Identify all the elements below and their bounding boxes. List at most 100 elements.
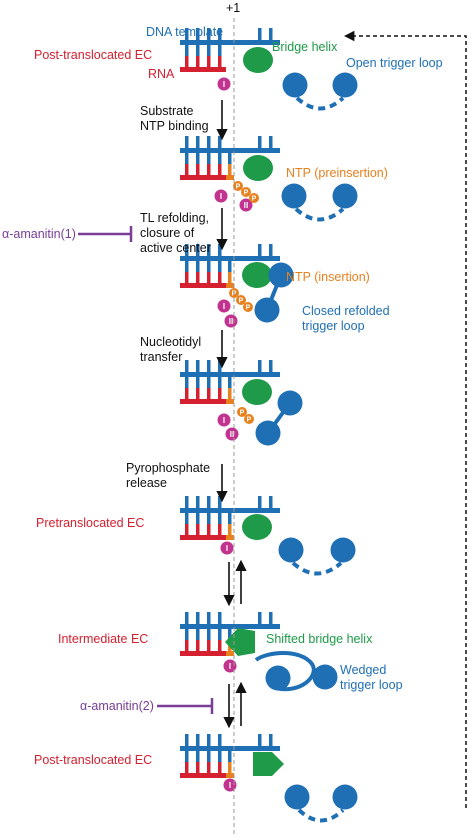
magnesium-ion [217, 413, 231, 427]
post-translocated-top-label: Post-translocated EC [34, 48, 152, 62]
dna-upstream-tick [218, 244, 222, 256]
bridge-helix [243, 47, 273, 73]
dna-upstream-tick [269, 28, 273, 40]
dna-upstream-tick [258, 734, 262, 746]
dna-upstream-tick [196, 734, 200, 746]
rna-backbone [180, 399, 226, 404]
rna-base [218, 164, 222, 175]
rna-base [196, 164, 200, 175]
dna-template-base [185, 261, 189, 272]
trigger-loop-domain [282, 72, 308, 98]
closed-refolded-tl-label-1: Closed refolded [302, 304, 390, 318]
dna-template-base [218, 153, 222, 164]
dna-template-base [185, 45, 189, 56]
phosphate-label: P [246, 305, 251, 312]
dna-upstream-tick [207, 734, 211, 746]
trigger-loop-domain [265, 665, 291, 691]
dna-template-base [207, 751, 211, 762]
dna-upstream-tick [185, 28, 189, 40]
step2-line3: active center [140, 241, 211, 255]
bridge-helix [242, 379, 272, 405]
rna-backbone [180, 67, 226, 72]
ntp-backbone [226, 283, 234, 288]
rna-base [207, 56, 211, 67]
rna-base [196, 56, 200, 67]
dna-template-strand [180, 148, 280, 153]
magnesium-ion-label: I [223, 416, 225, 425]
dna-upstream-tick [269, 244, 273, 256]
ntp-preinsertion-label: NTP (preinsertion) [286, 166, 388, 180]
dna-upstream-tick [196, 612, 200, 624]
bridge-helix [242, 514, 272, 540]
cycle-return-arrow [343, 30, 467, 808]
rna-base [185, 524, 189, 535]
step4-line1: Pyrophosphate [126, 461, 210, 475]
ntp-base [228, 762, 232, 773]
magnesium-ion-label: I [223, 80, 225, 89]
rna-backbone [180, 535, 226, 540]
dna-template-label: DNA template [146, 25, 223, 39]
rna-base [218, 56, 222, 67]
phosphate [236, 295, 246, 305]
dna-template-strand [180, 624, 280, 629]
dna-upstream-tick [185, 244, 189, 256]
pretranslocated-label: Pretranslocated EC [36, 516, 144, 530]
trigger-loop-disordered [291, 561, 343, 576]
trigger-loop-domain [332, 183, 358, 209]
dna-upstream-tick [269, 136, 273, 148]
dna-upstream-tick [218, 496, 222, 508]
dna-upstream-tick [207, 496, 211, 508]
trigger-loop-domain [281, 183, 307, 209]
step1-line1: Substrate [140, 104, 194, 118]
dna-template-base [196, 377, 200, 388]
magnesium-ion [220, 541, 234, 555]
ntp-insertion-label: NTP (insertion) [286, 270, 370, 284]
wedged-tl-label-1: Wedged [340, 663, 386, 677]
dna-template-base [218, 377, 222, 388]
trigger-loop-domain [330, 537, 356, 563]
phosphate [243, 302, 253, 312]
dna-template-base [228, 153, 232, 164]
dna-template-base [218, 261, 222, 272]
dna-template-strand [180, 372, 280, 377]
dna-upstream-tick [185, 734, 189, 746]
dna-template-base [207, 513, 211, 524]
shifted-bridge-helix-label: Shifted bridge helix [266, 632, 373, 646]
rna-base [196, 272, 200, 283]
dna-upstream-tick [196, 244, 200, 256]
magnesium-ion [225, 427, 239, 441]
trigger-loop-domain [284, 784, 310, 810]
dna-template-base [185, 629, 189, 640]
rna-base [218, 388, 222, 399]
phosphate-label: P [244, 190, 249, 197]
dna-template-base [218, 513, 222, 524]
dna-upstream-tick [196, 360, 200, 372]
amanitin1-label: α-amanitin(1) [2, 227, 76, 241]
phosphate [237, 407, 247, 417]
dna-upstream-tick [207, 28, 211, 40]
rna-base [185, 762, 189, 773]
trigger-loop-domain [268, 262, 294, 288]
phosphate [233, 181, 243, 191]
rna-base [196, 762, 200, 773]
dna-upstream-tick [185, 612, 189, 624]
magnesium-ion [239, 198, 253, 212]
bridge-helix [253, 752, 284, 776]
closed-refolded-tl-label-2: trigger loop [302, 319, 365, 333]
dna-upstream-tick [196, 28, 200, 40]
dna-upstream-tick [218, 734, 222, 746]
dna-template-base [207, 629, 211, 640]
bridge-helix [243, 155, 273, 181]
rna-base [207, 640, 211, 651]
magnesium-ion [224, 314, 238, 328]
dna-upstream-tick [207, 136, 211, 148]
dna-template-base [196, 513, 200, 524]
dna-upstream-tick [269, 612, 273, 624]
trigger-loop-domain [312, 664, 338, 690]
rna-base [207, 762, 211, 773]
dna-template-strand [180, 508, 280, 513]
magnesium-ion-label: I [229, 781, 231, 790]
amanitin2-label: α-amanitin(2) [80, 699, 154, 713]
dna-upstream-tick [258, 612, 262, 624]
